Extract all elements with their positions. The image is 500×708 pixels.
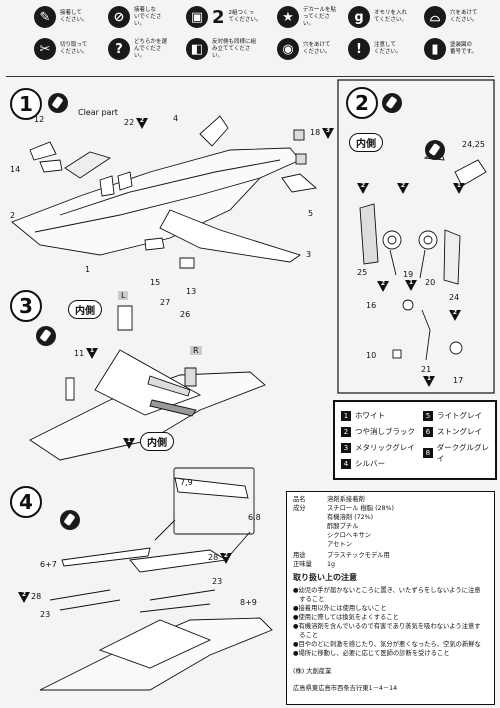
- color-callout: [136, 118, 148, 129]
- step-3-badge: 3: [10, 290, 42, 322]
- company-name: (株) 大創産業: [293, 668, 332, 675]
- part-label: 24,25: [462, 140, 485, 149]
- star-icon: ★: [277, 6, 299, 28]
- part-label: 28: [208, 553, 219, 562]
- step-1-badge: 1: [10, 88, 42, 120]
- legend-reverse: ◧反対側も同様に組 み立ててください。: [186, 38, 260, 60]
- color-callout: [123, 438, 135, 449]
- color-callout: [449, 310, 461, 321]
- cube-icon: ▣: [186, 6, 208, 28]
- color-callout: [86, 348, 98, 359]
- part-label: 23: [212, 577, 223, 586]
- legend-decal: ★デカールを貼 ってください。: [277, 6, 339, 28]
- legend-open-hole: ◉穴をあけて ください。: [277, 38, 339, 60]
- color-callout: [220, 553, 232, 564]
- knife-icon: [425, 140, 445, 160]
- part-label: 2: [10, 211, 16, 220]
- part-label: 3: [306, 250, 312, 259]
- part-label: 7,9: [180, 478, 193, 487]
- glue-icon: [60, 510, 80, 530]
- company-address: 広島県東広島市西条吉行東1－4－14: [293, 685, 398, 692]
- step-2-badge: 2: [346, 87, 378, 119]
- part-label: 1: [85, 265, 91, 274]
- inner-side-bubble: 内側: [68, 300, 102, 319]
- color-callout: [405, 280, 417, 291]
- part-label: 19: [403, 270, 414, 279]
- question-icon: ?: [108, 38, 130, 60]
- part-label: 6,8: [248, 513, 261, 522]
- color-callout: [322, 128, 334, 139]
- part-label: 22: [124, 118, 135, 127]
- reverse-icon: ◧: [186, 38, 208, 60]
- caution-heading: 取り扱い上の注意: [293, 573, 357, 582]
- legend-cut: ✂切り取って ください。: [34, 38, 96, 60]
- right-label: R: [190, 346, 202, 355]
- part-label: 26: [180, 310, 191, 319]
- part-label: 16: [366, 301, 377, 310]
- weight-icon: g: [348, 6, 370, 28]
- color-callout: [377, 281, 389, 292]
- part-label: 23: [40, 610, 51, 619]
- color-callout: [397, 183, 409, 194]
- inner-side-bubble: 内側: [349, 133, 383, 152]
- part-label: 24: [449, 293, 460, 302]
- part-label: 13: [186, 287, 197, 296]
- caution-icon: !: [348, 38, 370, 60]
- part-label: 18: [310, 128, 321, 137]
- part-label: 25: [357, 268, 368, 277]
- part-label: 4: [173, 114, 179, 123]
- part-label: 10: [366, 351, 377, 360]
- part-label: 17: [453, 376, 464, 385]
- hole-icon: ◉: [277, 38, 299, 60]
- part-label: 14: [10, 165, 21, 174]
- color-callout: [357, 183, 369, 194]
- part-label: 12: [34, 115, 45, 124]
- part-label: 15: [150, 278, 161, 287]
- part-label: 28: [31, 592, 42, 601]
- part-label: 11: [74, 349, 85, 358]
- part-label: 20: [425, 278, 436, 287]
- drill-icon: ⌓: [424, 6, 446, 28]
- cement-info-box: 品名 溶剤系接着剤 成分 スチロール 樹脂 (28%) 有機溶剤 (72%) 酢…: [286, 491, 495, 705]
- part-label: 5: [308, 209, 314, 218]
- inner-side-bubble: 内側: [140, 432, 174, 451]
- legend-drill: ⌓穴をあけて ください。: [424, 6, 486, 28]
- no-glue-icon: ⊘: [108, 6, 130, 28]
- paint-icon: ▮: [424, 38, 446, 60]
- part-label: 27: [160, 298, 171, 307]
- clear-part-label: Clear part: [78, 108, 118, 117]
- step-4-badge: 4: [10, 486, 42, 518]
- glue-icon: [36, 326, 56, 346]
- left-label: L: [118, 291, 129, 300]
- legend-choose: ?どちらかを選 んでください。: [108, 38, 170, 60]
- glue-icon: ✎: [34, 6, 56, 28]
- legend-caution: !注意して ください。: [348, 38, 410, 60]
- glue-icon: [382, 93, 402, 113]
- legend-paint: ▮塗装図の 番号です。: [424, 38, 486, 60]
- part-label: 21: [421, 365, 432, 374]
- legend-no-glue: ⊘接着しな いでください。: [108, 6, 170, 28]
- divider: [6, 76, 494, 77]
- knife-icon: ✂: [34, 38, 56, 60]
- glue-icon: [48, 93, 68, 113]
- color-callout: [423, 376, 435, 387]
- color-callout: [453, 183, 465, 194]
- color-callout: [18, 592, 30, 603]
- part-label: 8+9: [240, 598, 257, 607]
- legend-adhere: ✎接着して ください。: [34, 6, 96, 28]
- part-label: 6+7: [40, 560, 57, 569]
